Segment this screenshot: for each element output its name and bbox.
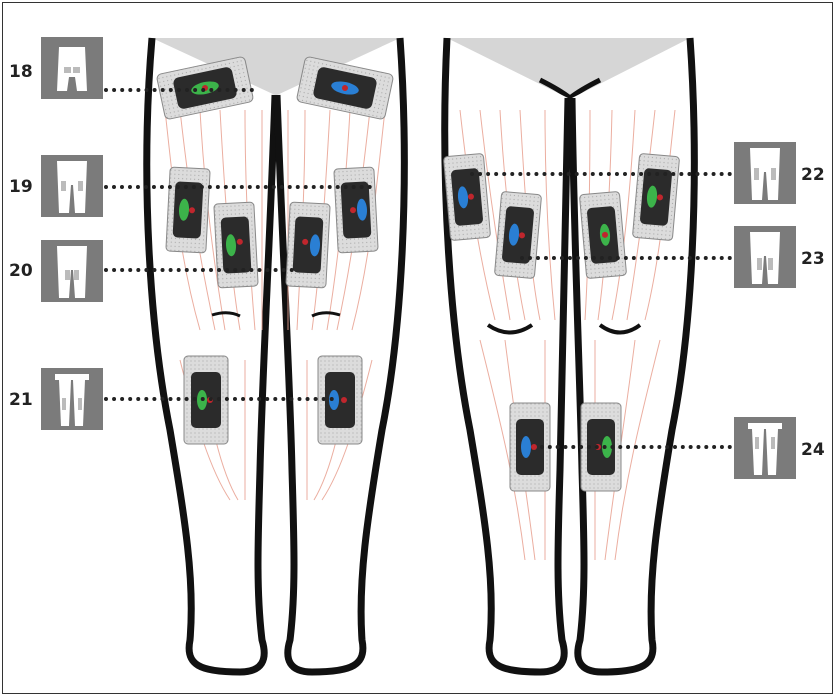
pad-20-left xyxy=(214,202,258,288)
placement-number-20: 20 xyxy=(9,261,33,281)
placement-number-18: 18 xyxy=(9,62,33,82)
back-left-leg xyxy=(445,38,568,672)
leader-line-20 xyxy=(104,268,294,272)
body-front-upper-thigh-icon xyxy=(41,155,103,217)
placement-number-24: 24 xyxy=(801,440,825,460)
leader-line-19 xyxy=(104,185,372,189)
leader-line-24 xyxy=(540,445,732,449)
leader-line-21 xyxy=(104,397,334,401)
placement-icon-19 xyxy=(41,155,103,217)
pad-20-right xyxy=(286,202,330,288)
pad-22-left xyxy=(443,153,490,240)
pad-23-left xyxy=(494,191,541,278)
pad-19-left xyxy=(166,167,210,253)
body-front-mid-thigh-icon xyxy=(41,240,103,302)
placement-number-23: 23 xyxy=(801,249,825,269)
torso-buttocks-icon xyxy=(41,37,103,99)
placement-icon-21 xyxy=(41,368,103,430)
placement-icon-23 xyxy=(734,226,796,288)
placement-icon-20 xyxy=(41,240,103,302)
leader-line-22 xyxy=(470,172,732,176)
front-view xyxy=(147,38,404,672)
placement-icon-18 xyxy=(41,37,103,99)
body-back-upper-thigh-icon xyxy=(734,142,796,204)
placement-number-21: 21 xyxy=(9,390,33,410)
pad-23-right xyxy=(579,191,626,278)
front-left-leg xyxy=(147,38,275,672)
leader-line-18 xyxy=(104,88,254,92)
body-back-mid-thigh-icon xyxy=(734,226,796,288)
back-view xyxy=(445,38,695,672)
lower-leg-icon xyxy=(41,368,103,430)
lower-leg-back-icon xyxy=(734,417,796,479)
placement-icon-22 xyxy=(734,142,796,204)
pad-22-right xyxy=(632,153,679,240)
placement-number-19: 19 xyxy=(9,177,33,197)
placement-number-22: 22 xyxy=(801,165,825,185)
placement-icon-24 xyxy=(734,417,796,479)
leader-line-23 xyxy=(520,256,732,260)
front-right-leg xyxy=(277,38,404,672)
pad-19-right xyxy=(334,167,378,253)
